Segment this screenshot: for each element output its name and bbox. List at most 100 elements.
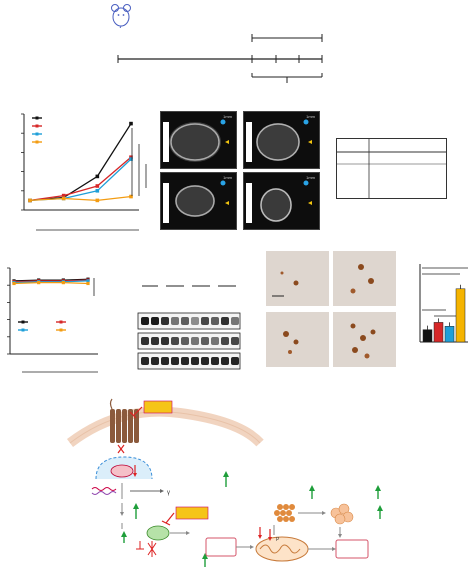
data-point	[95, 198, 100, 203]
blot-band	[201, 357, 209, 365]
scale-label: 1mm	[223, 114, 232, 119]
data-point	[129, 121, 133, 126]
block-x-icon	[117, 444, 125, 454]
signaling-complex	[146, 525, 170, 541]
inhibitor-box-1	[143, 400, 173, 414]
series-line	[29, 123, 132, 202]
legend-marker	[59, 328, 63, 332]
ihc-quant-chart	[414, 256, 472, 348]
scale-label: 1mm	[306, 114, 315, 119]
series-line	[29, 156, 132, 202]
outline-box-1	[205, 537, 237, 557]
blot-band	[141, 337, 149, 345]
legend-marker	[21, 328, 25, 332]
blot-band	[211, 357, 219, 365]
data-point	[129, 157, 133, 161]
blot-band	[151, 357, 159, 365]
legend-marker	[35, 124, 39, 128]
blot-band	[161, 317, 169, 325]
legend-marker	[35, 132, 39, 136]
bar	[433, 322, 444, 343]
scale-label: 1mm	[223, 175, 232, 180]
blot-band	[181, 337, 189, 345]
legend-marker	[35, 140, 39, 144]
blot-band	[211, 317, 219, 325]
data-point	[86, 279, 90, 283]
series-line	[29, 158, 132, 202]
blot-band	[221, 357, 229, 365]
data-point	[12, 281, 16, 286]
blot-band	[201, 317, 209, 325]
blot-band	[191, 317, 199, 325]
bar	[444, 326, 455, 343]
ultrasound-image-2: 1mm	[243, 111, 320, 169]
western-blot	[136, 283, 242, 373]
ultrasound-image-4: 1mm	[243, 172, 320, 230]
legend-marker	[35, 116, 39, 120]
ihc-image-4	[333, 312, 396, 367]
tumor-growth-chart	[6, 106, 166, 246]
data-point	[61, 196, 66, 201]
blot-band	[171, 357, 179, 365]
ihc-image-3	[266, 312, 329, 367]
series-line	[29, 195, 132, 202]
blot-band	[181, 357, 189, 365]
summary-table	[336, 138, 448, 200]
data-point	[95, 174, 100, 179]
bar	[422, 329, 433, 343]
bar	[455, 288, 466, 343]
dna-icon	[91, 487, 117, 495]
cell-membrane	[66, 406, 264, 447]
series-line	[13, 282, 89, 285]
blot-band	[191, 337, 199, 345]
series-line	[13, 280, 89, 284]
data-point	[61, 193, 66, 198]
blot-band	[221, 317, 229, 325]
data-point	[129, 194, 133, 199]
pathway-diagram: γ	[60, 395, 400, 569]
series-line	[13, 278, 89, 282]
blot-band	[171, 337, 179, 345]
mouse-icon	[108, 2, 134, 28]
phospho-label: P	[276, 537, 280, 543]
blot-band	[171, 317, 179, 325]
ihc-image-2	[333, 251, 396, 306]
outline-box-2	[335, 539, 369, 559]
blot-band	[191, 357, 199, 365]
blot-band	[231, 317, 239, 325]
apoptotic-body-icon	[330, 503, 354, 525]
blot-band	[181, 317, 189, 325]
body-weight-chart	[0, 262, 110, 382]
inhibitor-box-2	[175, 506, 209, 520]
gamma-label: γ	[167, 490, 170, 496]
data-point	[95, 189, 100, 193]
blot-band	[151, 337, 159, 345]
series-line	[13, 279, 89, 283]
ihc-image-1	[266, 251, 329, 306]
ultrasound-image-3: 1mm	[160, 172, 237, 230]
protein-complex	[110, 464, 134, 478]
scale-label: 1mm	[306, 175, 315, 180]
blot-band	[151, 317, 159, 325]
data-point	[61, 281, 65, 285]
blot-band	[161, 337, 169, 345]
legend-marker	[59, 320, 63, 324]
blot-band	[201, 337, 209, 345]
data-point	[28, 198, 32, 203]
data-point	[37, 281, 41, 285]
blot-band	[211, 337, 219, 345]
ultrasound-image-1: 1mm	[160, 111, 237, 169]
blot-band	[161, 357, 169, 365]
blocked-star-icon	[147, 541, 157, 557]
blot-band	[141, 357, 149, 365]
mitochondrion-icon	[255, 536, 309, 562]
blot-band	[141, 317, 149, 325]
data-point	[86, 281, 90, 286]
blot-band	[231, 337, 239, 345]
data-point	[95, 184, 100, 188]
receptor-icon	[109, 398, 139, 443]
timeline	[110, 30, 330, 90]
vesicle-cluster	[274, 504, 295, 522]
blot-band	[221, 337, 229, 345]
data-point	[129, 155, 133, 159]
